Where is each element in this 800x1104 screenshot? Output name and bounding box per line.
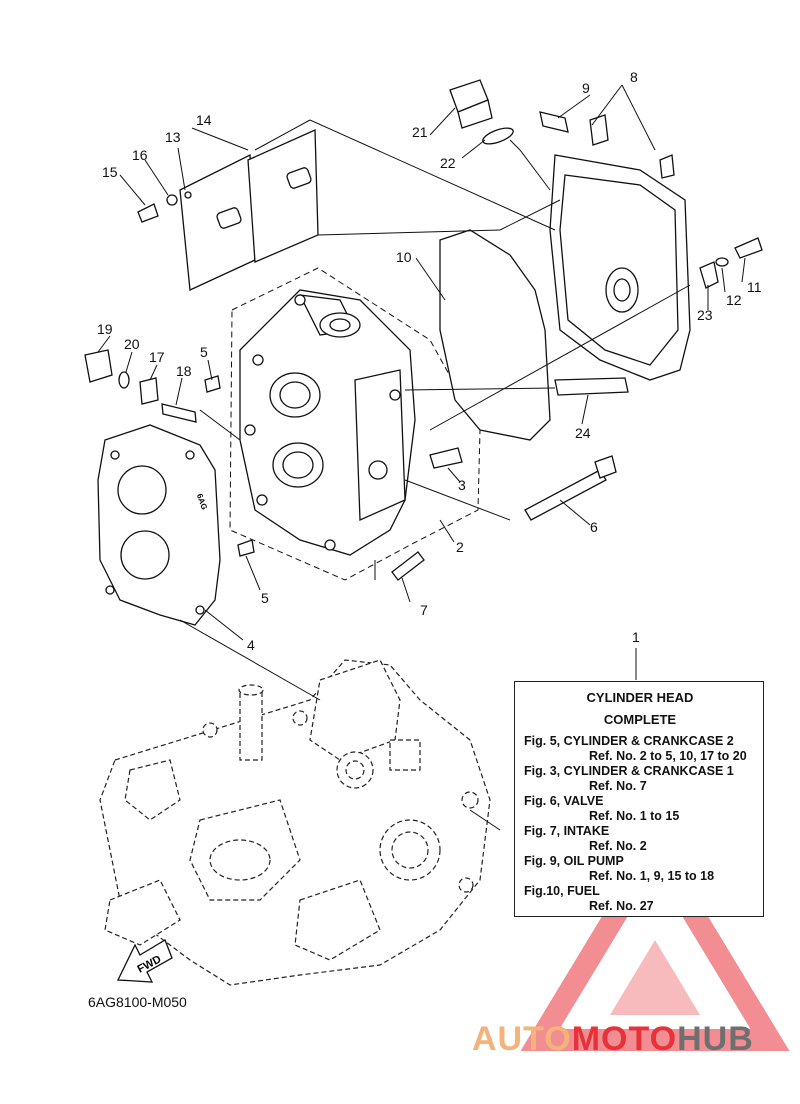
legend-line: Ref. No. 27 <box>589 899 654 913</box>
callout-24: 24 <box>575 425 591 441</box>
washer-16 <box>166 194 178 206</box>
pin-5a <box>204 375 221 393</box>
bolt-6 <box>524 469 607 521</box>
cover-gasket-14 <box>247 129 319 263</box>
callout-22: 22 <box>440 155 456 171</box>
callout-15: 15 <box>102 164 118 180</box>
bolt-15 <box>137 203 159 223</box>
callout-16: 16 <box>132 147 148 163</box>
diagram-code: 6AG8100-M050 <box>88 994 187 1010</box>
assembly-boundary <box>229 267 481 581</box>
callout-12: 12 <box>726 292 742 308</box>
legend-line: Ref. No. 2 to 5, 10, 17 to 20 <box>589 749 747 763</box>
legend-box: CYLINDER HEAD COMPLETE Fig. 5, CYLINDER … <box>514 681 764 917</box>
callout-3: 3 <box>458 477 466 493</box>
callout-11: 11 <box>747 279 762 295</box>
callout-13: 13 <box>165 129 181 145</box>
watermark-part-hub: HUB <box>677 1020 754 1058</box>
legend-title-line2: COMPLETE <box>603 712 677 727</box>
callout-10: 10 <box>396 249 412 265</box>
bolt-11 <box>734 237 763 259</box>
callout-6: 6 <box>590 519 598 535</box>
callout-20: 20 <box>124 336 140 352</box>
legend-line: Ref. No. 1 to 15 <box>589 809 680 823</box>
sleeve-17 <box>139 377 159 405</box>
legend-line: Ref. No. 2 <box>589 839 647 853</box>
legend-line: Fig. 9, OIL PUMP <box>524 854 624 868</box>
legend-line: Fig. 6, VALVE <box>524 794 604 808</box>
watermark-brand: AUTOMOTOHUB <box>472 1020 754 1059</box>
fwd-arrow: FWD <box>116 939 173 983</box>
callout-21: 21 <box>412 124 428 140</box>
watermark-part-moto: MOTO <box>571 1020 678 1058</box>
callout-numbers: 1 2 3 4 5 5 6 7 8 9 10 11 12 13 14 15 16… <box>97 69 762 653</box>
callout-2: 2 <box>456 539 464 555</box>
callout-17: 17 <box>149 349 165 365</box>
callout-1: 1 <box>632 629 640 645</box>
spark-plug-24 <box>554 377 629 396</box>
head-gasket: 6AG <box>97 424 221 626</box>
legend-line: Fig. 7, INTAKE <box>524 824 610 838</box>
watermark-triangle <box>520 828 790 1051</box>
legend-line: Fig. 3, CYLINDER & CRANKCASE 1 <box>524 764 734 778</box>
bolt-18 <box>161 403 197 423</box>
plug-19 <box>84 349 113 383</box>
watermark-part-auto: AUTO <box>472 1020 572 1058</box>
oil-plug-21 <box>449 79 493 129</box>
cover-gasket-10 <box>439 229 551 441</box>
legend-title-line1: CYLINDER HEAD <box>586 690 694 705</box>
legend-line: Fig. 5, CYLINDER & CRANKCASE 2 <box>524 734 734 748</box>
legend-line: Fig.10, FUEL <box>524 884 600 898</box>
ring-20 <box>118 371 130 389</box>
head-cover <box>549 114 691 381</box>
callout-18: 18 <box>176 363 192 379</box>
legend-line: Ref. No. 7 <box>589 779 647 793</box>
pin-5b <box>237 539 255 557</box>
callout-14: 14 <box>196 112 212 128</box>
callout-5b: 5 <box>261 590 269 606</box>
clip-23 <box>699 261 719 289</box>
cover-plate-13 <box>179 153 256 291</box>
legend-line: Ref. No. 1, 9, 15 to 18 <box>589 869 715 883</box>
washer-12 <box>715 257 729 267</box>
callout-5a: 5 <box>200 344 208 360</box>
cylinder-head <box>239 289 416 556</box>
dowel-9 <box>539 111 569 133</box>
callout-8: 8 <box>630 69 638 85</box>
bolt-7 <box>391 551 425 581</box>
crankcase-ghost <box>99 659 491 986</box>
callout-7: 7 <box>420 602 428 618</box>
sleeve-3 <box>429 447 463 469</box>
o-ring-22 <box>482 127 514 145</box>
callout-4: 4 <box>247 637 255 653</box>
callout-9: 9 <box>582 80 590 96</box>
leader-lines <box>97 84 746 831</box>
callout-19: 19 <box>97 321 113 337</box>
callout-23: 23 <box>697 307 713 323</box>
